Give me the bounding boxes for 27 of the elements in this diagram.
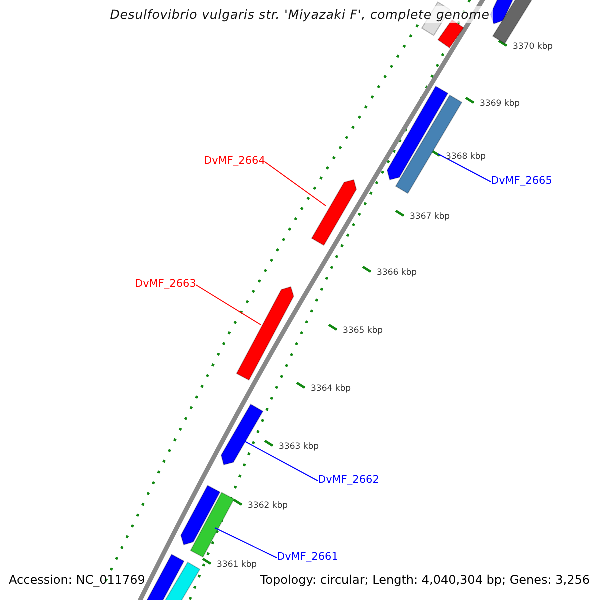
gene-bar — [190, 492, 235, 558]
info-text: Accession: NC_011769 — [9, 573, 146, 587]
gene-label: DvMF_2662 — [318, 474, 380, 486]
tick-label: 3368 kbp — [446, 152, 486, 162]
leader-line — [196, 284, 262, 326]
gene-bar — [311, 179, 358, 246]
gene-label: DvMF_2665 — [491, 175, 552, 187]
leader-line — [214, 528, 278, 558]
gene-label: DvMF_2661 — [277, 551, 338, 563]
gene-bar — [236, 286, 294, 381]
gene-label: DvMF_2664 — [204, 155, 266, 167]
tick-label: 3363 kbp — [279, 442, 320, 452]
leader-line — [244, 440, 318, 482]
tick-label: 3361 kbp — [217, 560, 258, 570]
tick-label: 3366 kbp — [377, 268, 418, 278]
tick-label: 3367 kbp — [410, 212, 450, 222]
tick-label: 3364 kbp — [311, 384, 352, 394]
leader-line — [264, 162, 326, 206]
info-text: Topology: circular; Length: 4,040,304 bp; Genes: 3,256 — [260, 573, 590, 587]
tick-label: 3365 kbp — [343, 326, 384, 336]
tick-label: 3369 kbp — [480, 99, 520, 109]
leader-line — [438, 154, 492, 182]
tick-label: 3370 kbp — [513, 42, 554, 52]
tick-label: 3362 kbp — [248, 501, 288, 511]
gene-bar — [180, 485, 221, 546]
gene-bar — [220, 404, 264, 466]
gene-label: DvMF_2663 — [135, 278, 196, 290]
